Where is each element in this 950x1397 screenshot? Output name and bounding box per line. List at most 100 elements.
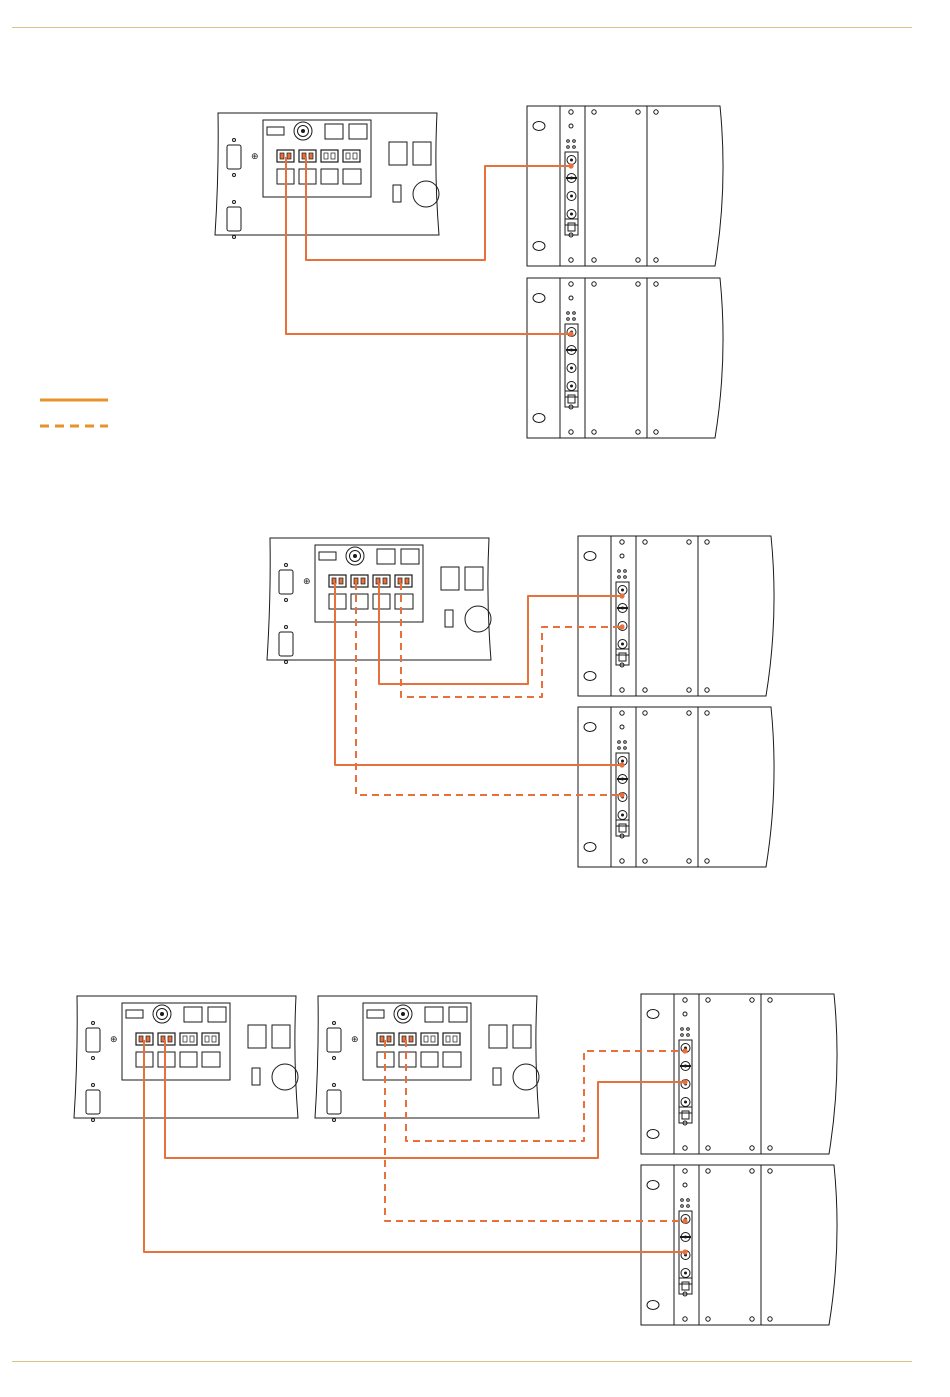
terminal-pin <box>324 153 328 159</box>
screw-icon <box>705 859 709 863</box>
terminal-pin <box>280 153 284 159</box>
terminal-lower <box>395 594 413 609</box>
screw-icon <box>620 859 624 863</box>
led-icon <box>687 1028 690 1031</box>
terminal-lower <box>351 594 368 609</box>
terminal-pin <box>405 578 409 584</box>
terminal-active <box>329 575 346 587</box>
strip-bar <box>617 778 628 780</box>
terminal-pin <box>409 1036 413 1042</box>
switch-slot <box>393 185 401 202</box>
led-icon <box>573 312 576 315</box>
db9-port <box>279 632 293 656</box>
label-slot <box>126 1010 143 1018</box>
terminal-pin <box>380 1036 384 1042</box>
bnc-pin <box>684 1272 687 1275</box>
terminal-pin <box>453 1036 457 1042</box>
led-icon <box>681 1028 684 1031</box>
screw-icon <box>706 1317 710 1321</box>
terminal-pin <box>431 1036 435 1042</box>
screw-icon <box>705 688 709 692</box>
terminal-pin <box>331 153 335 159</box>
rack-hole <box>584 552 596 561</box>
screw-icon <box>750 1317 754 1321</box>
screw-icon <box>750 1169 754 1173</box>
rj45-jack <box>568 395 575 403</box>
bnc-pin <box>570 385 573 388</box>
screw-icon <box>683 1012 687 1016</box>
led-icon <box>618 747 621 750</box>
terminal-lower <box>321 169 338 184</box>
terminal-pin <box>183 1036 187 1042</box>
switch-slot <box>252 1068 260 1085</box>
rack-hole <box>584 672 596 681</box>
led-icon <box>624 741 627 744</box>
cable-end <box>619 593 624 598</box>
screw-icon <box>706 998 710 1002</box>
cable-dashed <box>401 583 622 697</box>
led-icon <box>573 318 576 321</box>
screw-icon <box>636 430 640 434</box>
db9-port <box>86 1028 100 1052</box>
bnc-pin <box>401 1012 405 1016</box>
rack-hole <box>533 414 545 423</box>
terminal <box>180 1033 197 1045</box>
led-icon <box>567 312 570 315</box>
screw-icon <box>654 258 658 262</box>
screw-icon <box>620 711 624 715</box>
cable-end <box>619 624 624 629</box>
cable-end <box>682 1079 687 1084</box>
screw-icon <box>654 430 658 434</box>
ground-icon: ⊕ <box>351 1035 359 1045</box>
led-icon <box>573 146 576 149</box>
connector-square <box>377 549 395 564</box>
led-icon <box>618 741 621 744</box>
diagram-2: ⊕ <box>267 536 774 867</box>
rack-hole <box>533 122 545 131</box>
terminal-active <box>158 1033 175 1045</box>
terminal-pin <box>353 153 357 159</box>
terminal-lower <box>421 1052 438 1067</box>
rj45-jack <box>568 223 575 231</box>
connector-square <box>449 1007 467 1022</box>
terminal <box>443 1033 460 1045</box>
screw-icon <box>592 282 596 286</box>
screw-icon <box>620 554 624 558</box>
screw-icon <box>706 1169 710 1173</box>
cables <box>144 1040 688 1255</box>
terminal-lower <box>202 1052 220 1067</box>
screw-icon <box>643 540 647 544</box>
connector-square <box>513 1025 531 1048</box>
db9-port <box>227 145 241 169</box>
strip-bar <box>680 1065 691 1067</box>
rack-hole <box>647 1130 659 1139</box>
connector-square <box>248 1025 266 1048</box>
label-slot <box>267 127 284 135</box>
connector-square <box>401 549 419 564</box>
terminal-active <box>399 1033 416 1045</box>
connector-square <box>413 142 431 165</box>
fan-icon <box>465 606 491 632</box>
diagram-1: ⊕ <box>215 106 723 438</box>
terminal-pin <box>446 1036 450 1042</box>
source-panel-right: ⊕ <box>315 996 539 1122</box>
screw-icon <box>592 258 596 262</box>
screw-icon <box>569 296 573 300</box>
connector-block <box>363 1003 471 1080</box>
terminal-active <box>373 575 390 587</box>
screw-icon <box>92 1057 95 1060</box>
terminal-pin <box>383 578 387 584</box>
bnc-pin <box>621 814 624 817</box>
db9-port <box>86 1090 100 1114</box>
cable-end <box>682 1218 687 1223</box>
screw-icon <box>333 1057 336 1060</box>
fan-icon <box>413 181 439 207</box>
terminal-pin <box>212 1036 216 1042</box>
screw-icon <box>620 688 624 692</box>
screw-icon <box>233 201 236 204</box>
frame-body <box>527 106 723 266</box>
screw-icon <box>683 1183 687 1187</box>
frame-body <box>641 994 837 1154</box>
screw-icon <box>333 1084 336 1087</box>
terminal-pin <box>387 1036 391 1042</box>
